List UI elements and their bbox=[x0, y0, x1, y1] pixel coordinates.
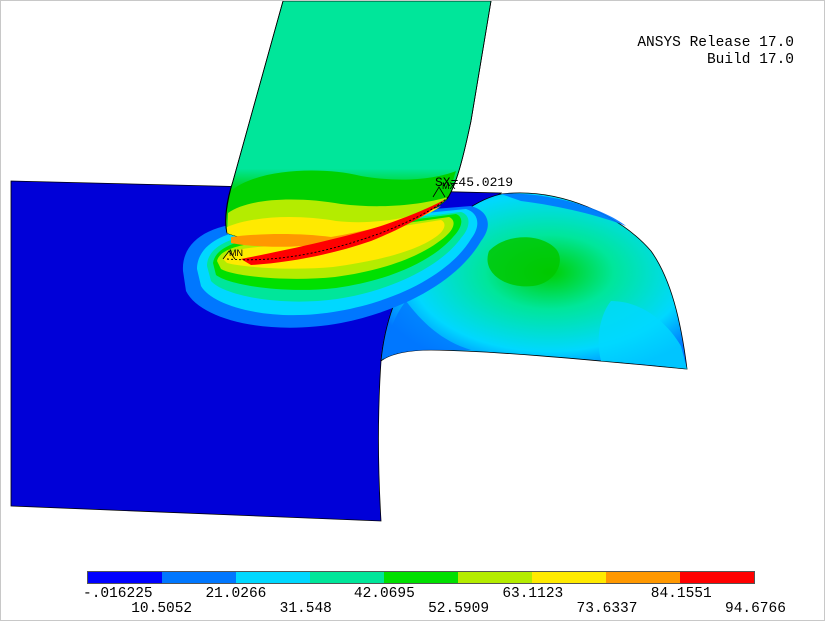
legend-tick-bottom-2: 52.5909 bbox=[428, 601, 490, 617]
legend-swatch-1 bbox=[162, 572, 236, 583]
pipe-outline-left bbox=[225, 1, 284, 234]
release-info: ANSYS Release 17.0 Build 17.0 bbox=[637, 35, 794, 69]
pipe-contour-yellow bbox=[227, 206, 441, 242]
inner-contour-lower bbox=[384, 301, 471, 359]
legend-tick-top-3: 63.1123 bbox=[502, 586, 564, 602]
max-label: MX bbox=[442, 181, 456, 191]
legend-swatch-7 bbox=[606, 572, 680, 583]
contour-legend-bar bbox=[87, 571, 755, 584]
inner-contour-dark bbox=[501, 193, 626, 226]
min-marker: MN bbox=[222, 248, 243, 260]
probe-value-label: SX=45.0219 bbox=[435, 175, 513, 190]
pipe-outline-right bbox=[446, 1, 492, 200]
min-label: MN bbox=[229, 248, 243, 258]
legend-swatch-8 bbox=[680, 572, 754, 583]
legend-tick-top-4: 84.1551 bbox=[650, 586, 712, 602]
legend-tick-top-2: 42.0695 bbox=[353, 586, 415, 602]
max-marker: MX bbox=[432, 181, 456, 198]
legend-tick-bottom-4: 94.6766 bbox=[725, 601, 786, 617]
legend-tick-bottom-0: 10.5052 bbox=[131, 601, 193, 617]
pipe-contour-orange bbox=[231, 211, 431, 247]
legend-swatch-4 bbox=[384, 572, 458, 583]
build-label: Build 17.0 bbox=[706, 52, 794, 68]
legend-swatch-2 bbox=[236, 572, 310, 583]
legend-swatch-6 bbox=[532, 572, 606, 583]
release-label: ANSYS Release 17.0 bbox=[637, 35, 794, 51]
legend-swatch-0 bbox=[88, 572, 162, 583]
legend-tick-bottom-3: 73.6337 bbox=[576, 601, 638, 617]
weld-hotspot bbox=[241, 199, 446, 265]
legend-tick-bottom-1: 31.548 bbox=[279, 601, 332, 617]
legend-swatch-5 bbox=[458, 572, 532, 583]
legend-tick-top-0: -.016225 bbox=[83, 586, 153, 602]
legend-swatch-3 bbox=[310, 572, 384, 583]
inner-contour-right bbox=[598, 301, 687, 369]
weld-line bbox=[226, 196, 449, 261]
inner-contour-green bbox=[487, 237, 560, 287]
legend-tick-top-1: 21.0266 bbox=[205, 586, 267, 602]
